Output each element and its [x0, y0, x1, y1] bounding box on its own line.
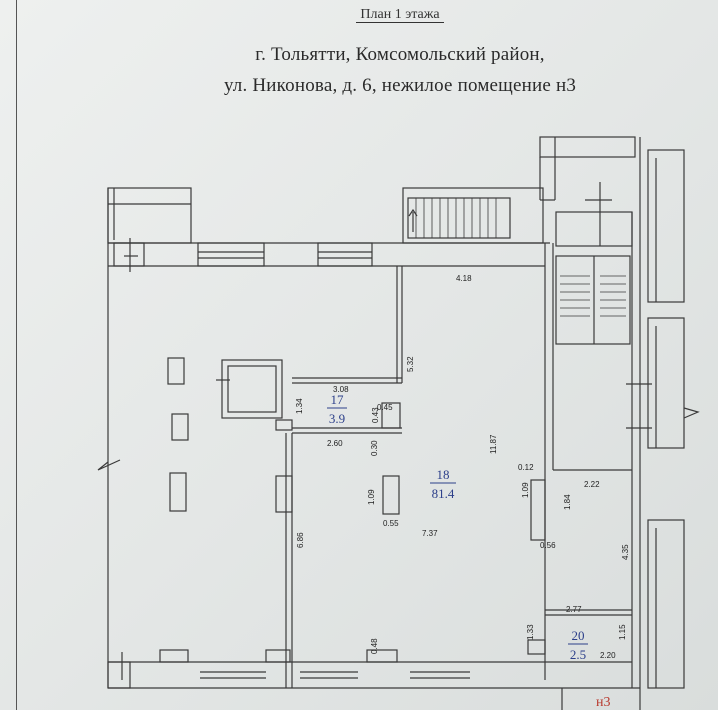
address-line-1: г. Тольятти, Комсомольский район,	[255, 44, 545, 65]
dim-0-45: 0.45	[377, 403, 393, 412]
dim-7-37: 7.37	[422, 529, 438, 538]
dim-0-12: 0.12	[518, 463, 534, 472]
sheet-margin-line	[16, 0, 17, 710]
walls	[97, 136, 700, 710]
plan-title-text: План 1 этажа	[356, 7, 444, 23]
dim-1-34: 1.34	[295, 398, 304, 414]
room-18-area: 81.4	[432, 486, 455, 501]
room-20-area: 2.5	[570, 647, 586, 662]
dimensions: 4.18 5.32 3.08 1.34 0.43 0.45 2.60 0.30 …	[295, 274, 630, 660]
dim-5-32: 5.32	[406, 356, 415, 372]
plan-title: План 1 этажа	[0, 7, 718, 23]
dim-1-84: 1.84	[563, 494, 572, 510]
room-17-area: 3.9	[329, 411, 345, 426]
dim-11-87: 11.87	[489, 434, 498, 454]
room-20-number: 20	[572, 628, 585, 643]
address-line-2: ул. Никонова, д. 6, нежилое помещение н3	[223, 75, 577, 96]
dim-4-35: 4.35	[621, 544, 630, 560]
dim-2-22: 2.22	[584, 480, 600, 489]
dim-0-43: 0.43	[371, 407, 380, 423]
dim-2-77: 2.77	[566, 605, 582, 614]
dim-2-60: 2.60	[327, 439, 343, 448]
dim-2-20: 2.20	[600, 651, 616, 660]
dim-4-18: 4.18	[456, 274, 472, 283]
dim-1-09-b: 1.09	[521, 482, 530, 498]
room-18-number: 18	[437, 467, 450, 482]
dim-0-56: 0.56	[540, 541, 556, 550]
room-17-number: 17	[331, 392, 345, 407]
dim-1-33: 1.33	[526, 624, 535, 640]
room-labels: 17 3.9 18 81.4 20 2.5	[327, 392, 588, 662]
dim-0-30: 0.30	[370, 440, 379, 456]
dim-6-86: 6.86	[296, 532, 305, 548]
dim-3-08: 3.08	[333, 385, 349, 394]
dim-1-15: 1.15	[618, 624, 627, 640]
dim-0-48: 0.48	[370, 638, 379, 654]
unit-label: н3	[596, 695, 611, 710]
dim-1-09-a: 1.09	[367, 489, 376, 505]
dim-0-55: 0.55	[383, 519, 399, 528]
